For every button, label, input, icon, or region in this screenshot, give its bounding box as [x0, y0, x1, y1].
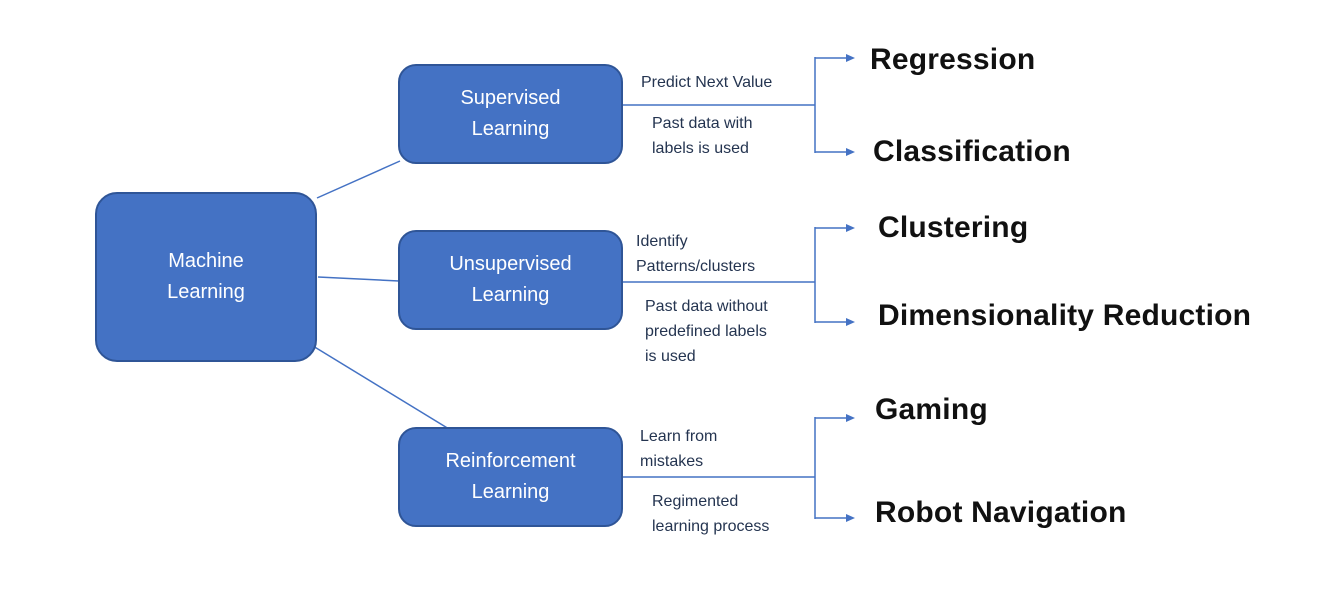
reinforcement-learning-node: Reinforcement Learning	[398, 427, 623, 527]
machine-learning-node: Machine Learning	[95, 192, 317, 362]
supervised-bottom-note: Past data with labels is used	[652, 115, 753, 157]
supervised-learning-node: Supervised Learning	[398, 64, 623, 164]
connector-root-unsupervised	[317, 276, 400, 282]
outcome-regression: Regression	[870, 43, 1036, 76]
outcome-clustering: Clustering	[878, 211, 1029, 244]
connector-root-supervised	[316, 160, 401, 199]
supervised-top-note: Predict Next Value	[641, 74, 773, 91]
outcome-classification: Classification	[873, 135, 1071, 168]
outcome-gaming: Gaming	[875, 393, 988, 426]
outcome-robot-navigation: Robot Navigation	[875, 496, 1127, 529]
reinforcement-stem-line	[623, 417, 816, 519]
reinforcement-top-note: Learn from mistakes	[640, 428, 718, 470]
unsupervised-learning-node: Unsupervised Learning	[398, 230, 623, 330]
unsupervised-top-note: Identify Patterns/clusters	[636, 233, 756, 275]
unsupervised-stem-line	[623, 227, 816, 323]
supervised-stem-line	[623, 57, 816, 153]
connector-root-reinforcement	[312, 345, 450, 430]
reinforcement-bottom-note: Regimented learning process	[652, 493, 770, 535]
outcome-dimensionality-reduction: Dimensionality Reduction	[878, 299, 1252, 332]
unsupervised-bottom-note: Past data without predefined labels is u…	[645, 298, 768, 365]
